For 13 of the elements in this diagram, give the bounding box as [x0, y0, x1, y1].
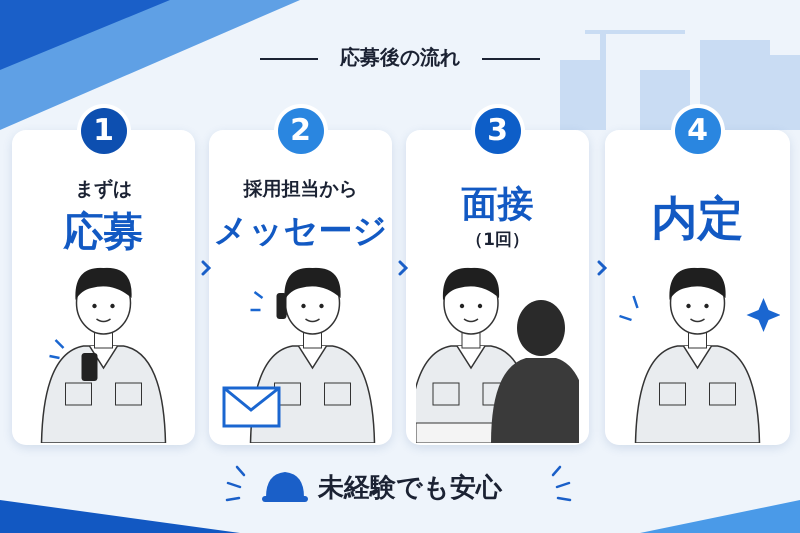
step-heading: メッセージ	[214, 210, 388, 253]
step-number: 2	[278, 108, 324, 154]
step-heading: 応募	[64, 208, 144, 257]
reassurance-text: 未経験でも安心	[318, 472, 502, 505]
step-number: 4	[674, 108, 720, 154]
step-subtext: 採用担当から	[244, 177, 358, 202]
step-subtext: （1回）	[466, 229, 529, 251]
step-heading: 内定	[652, 190, 744, 247]
step-number: 1	[80, 108, 126, 154]
diagram-title: 応募後の流れ	[340, 45, 460, 69]
step-heading: 面接	[462, 183, 534, 227]
step-number: 3	[474, 108, 520, 154]
step-subtext: まずは	[75, 177, 132, 202]
